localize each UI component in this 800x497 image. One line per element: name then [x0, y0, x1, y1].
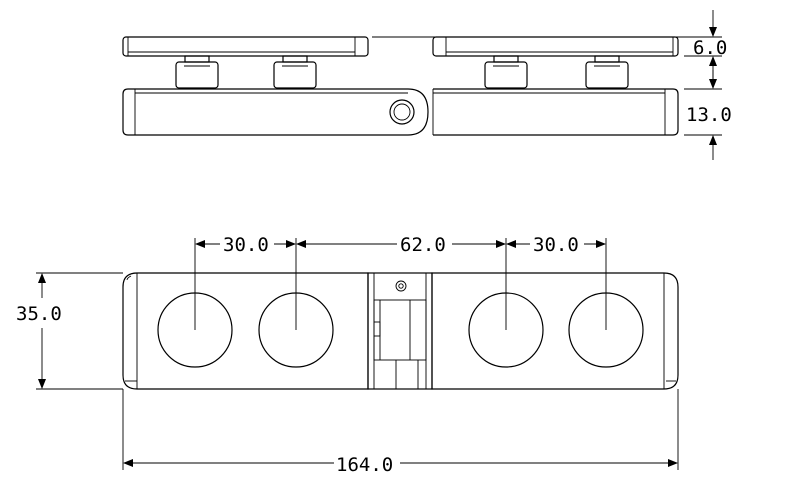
side-view: 6.0 13.0 — [122, 10, 732, 160]
right-leaf — [431, 272, 679, 390]
dimension-plate-thickness: 6.0 — [372, 10, 727, 83]
dim-label-hole-pitch-right: 30.0 — [533, 234, 579, 256]
left-clamp-plate — [122, 36, 369, 57]
dimension-hole-center-span: 62.0 — [296, 234, 506, 256]
bolt — [273, 55, 317, 89]
dimension-body-height: 13.0 — [684, 70, 732, 160]
dim-label-hole-pitch-left: 30.0 — [223, 234, 269, 256]
dim-label-body-height: 13.0 — [686, 104, 732, 126]
hinge-knuckle — [367, 272, 433, 390]
left-leaf — [122, 272, 369, 390]
dimension-hole-pitch-right: 30.0 — [506, 234, 606, 256]
top-view: 30.0 62.0 30.0 35.0 164.0 — [16, 234, 679, 476]
bolt — [585, 55, 629, 89]
dimension-overall-length: 164.0 — [122, 389, 679, 476]
right-clamp-plate — [432, 36, 679, 57]
dimension-body-width: 35.0 — [16, 272, 123, 390]
dim-label-plate-thickness: 6.0 — [693, 37, 727, 59]
dim-label-body-width: 35.0 — [16, 303, 62, 325]
dim-label-overall-length: 164.0 — [336, 454, 393, 476]
bolt — [175, 55, 219, 89]
left-body — [122, 88, 429, 136]
right-body — [432, 88, 679, 136]
dimension-hole-pitch-left: 30.0 — [195, 234, 296, 256]
bolt — [484, 55, 528, 89]
dim-label-hole-center-span: 62.0 — [400, 234, 446, 256]
